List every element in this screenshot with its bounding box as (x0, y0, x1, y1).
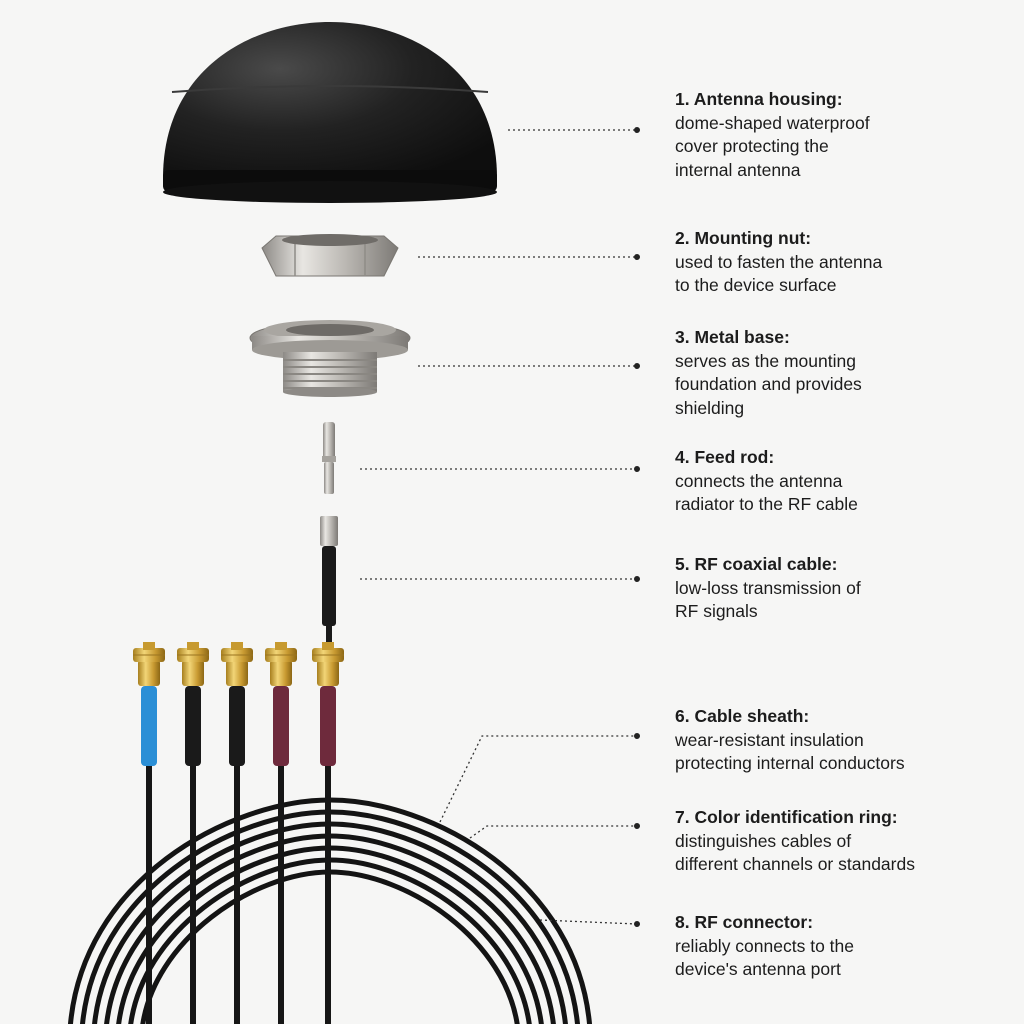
callout-title: 3. Metal base: (675, 327, 790, 347)
leader-dot-2 (634, 254, 640, 260)
callout-description: dome-shaped waterproof cover protecting … (675, 112, 870, 180)
callout-title: 5. RF coaxial cable: (675, 554, 838, 574)
leader-dot-6 (634, 733, 640, 739)
rf-connector-1 (133, 642, 165, 1024)
callout-3: 3. Metal base: serves as the mounting fou… (675, 326, 1015, 420)
callout-6: 6. Cable sheath: wear-resistant insulatio… (675, 705, 1015, 776)
leader-dot-5 (634, 576, 640, 582)
leader-lines (360, 127, 640, 927)
rf-coaxial-cable (320, 516, 338, 650)
callout-8: 8. RF connector: reliably connects to the… (675, 911, 1015, 982)
callout-5: 5. RF coaxial cable: low-loss transmissio… (675, 553, 1015, 624)
callout-7: 7. Color identification ring: distinguish… (675, 806, 1015, 877)
callout-title: 2. Mounting nut: (675, 228, 812, 248)
metal-base (249, 320, 411, 397)
leader-line-8 (539, 919, 638, 925)
callout-description: connects the antenna radiator to the RF … (675, 470, 858, 515)
rf-connector-3 (221, 642, 253, 1024)
callout-1: 1. Antenna housing: dome-shaped waterproo… (675, 88, 1015, 182)
rf-connector-4 (265, 642, 297, 1024)
callout-description: low-loss transmission of RF signals (675, 577, 861, 622)
leader-line-7 (469, 825, 637, 839)
leader-dot-4 (634, 466, 640, 472)
rf-connector-5 (312, 642, 344, 1024)
callout-description: wear-resistant insulation protecting int… (675, 729, 905, 774)
callout-description: serves as the mounting foundation and pr… (675, 350, 862, 418)
feed-rod (322, 422, 336, 494)
leader-line-6 (439, 735, 637, 823)
callout-title: 4. Feed rod: (675, 447, 775, 467)
callout-title: 1. Antenna housing: (675, 89, 843, 109)
callout-2: 2. Mounting nut: used to fasten the anten… (675, 227, 1015, 298)
callout-4: 4. Feed rod: connects the antenna radiato… (675, 446, 1015, 517)
callout-description: used to fasten the antenna to the device… (675, 251, 883, 296)
leader-dot-3 (634, 363, 640, 369)
callout-title: 6. Cable sheath: (675, 706, 810, 726)
callout-description: reliably connects to the device's antenn… (675, 935, 854, 980)
leader-dot-1 (634, 127, 640, 133)
callout-description: distinguishes cables of different channe… (675, 830, 915, 875)
leader-dot-7 (634, 823, 640, 829)
mounting-nut (261, 234, 399, 277)
callout-title: 7. Color identification ring: (675, 807, 898, 827)
leader-dot-8 (634, 921, 640, 927)
rf-connector-2 (177, 642, 209, 1024)
rf-connectors (133, 642, 344, 1024)
callout-title: 8. RF connector: (675, 912, 814, 932)
antenna-housing (163, 22, 497, 203)
